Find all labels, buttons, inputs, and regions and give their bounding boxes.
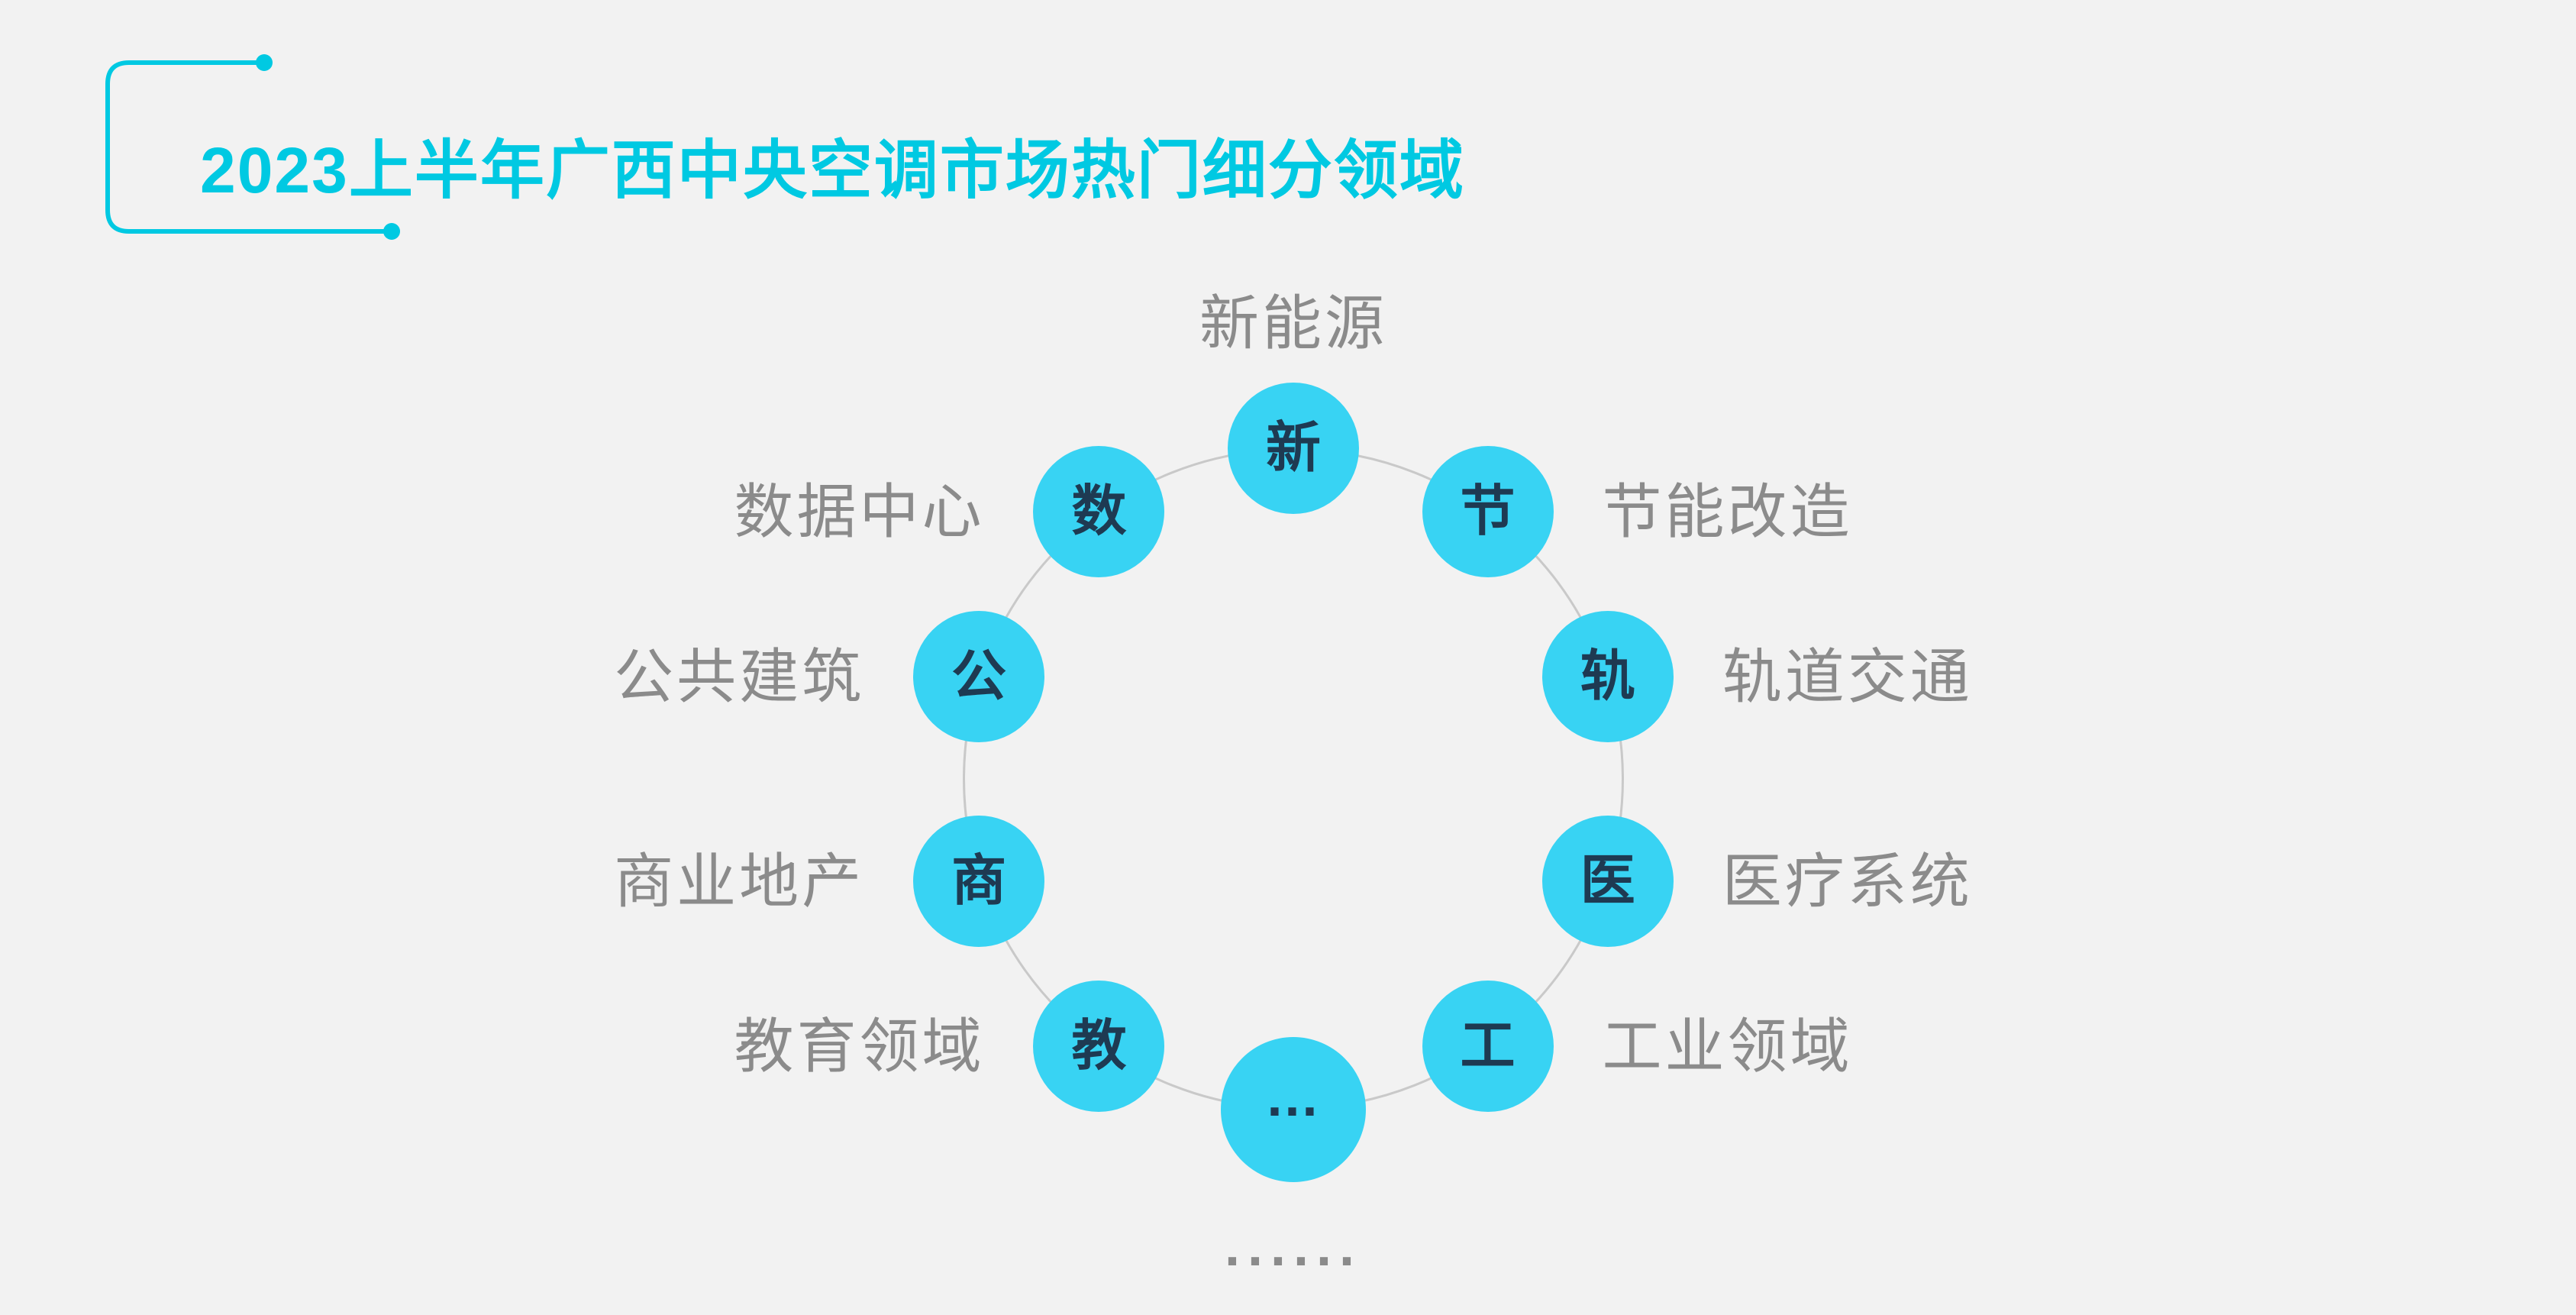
node-char: 轨 [1580,646,1635,708]
node-label: 轨道交通 [1722,643,1973,711]
node-char: 节 [1460,480,1516,542]
node-circle: 数 [1033,445,1165,577]
node-circle: 公 [913,611,1045,743]
node-label: 新能源 [1199,289,1388,357]
node-char: 商 [951,850,1007,912]
node-char: 医 [1580,850,1635,912]
node-char: 公 [951,646,1007,708]
node-circle: 新 [1228,383,1359,514]
title-bracket-dot-bottom [383,223,400,240]
node-circle: 医 [1541,815,1674,947]
node-char: 工 [1460,1016,1516,1078]
node-label: 节能改造 [1602,477,1853,545]
title-bracket-icon [105,54,400,240]
node-char: 教 [1071,1016,1127,1078]
node-label: 商业地产 [614,847,865,915]
node-circle: 教 [1033,981,1165,1113]
title-bracket-line [105,60,394,234]
node-label: 公共建筑 [614,643,865,711]
node-label: ...... [1224,1216,1363,1278]
node-char: 新 [1265,418,1321,479]
node-label: 医疗系统 [1722,847,1973,915]
node-circle: 工 [1422,981,1554,1113]
node-circle: 商 [913,815,1045,947]
node-circle: ... [1221,1037,1366,1182]
node-circle: 轨 [1541,611,1674,743]
page-title: 2023上半年广西中央空调市场热门细分领域 [200,134,1465,206]
node-label: 教育领域 [734,1013,985,1081]
node-circle: 节 [1422,445,1554,577]
node-label: 数据中心 [734,477,985,545]
title-bracket-dot-top [256,54,273,71]
node-label: 工业领域 [1602,1013,1853,1081]
node-char: 数 [1071,480,1127,542]
node-char: ... [1267,1067,1320,1129]
